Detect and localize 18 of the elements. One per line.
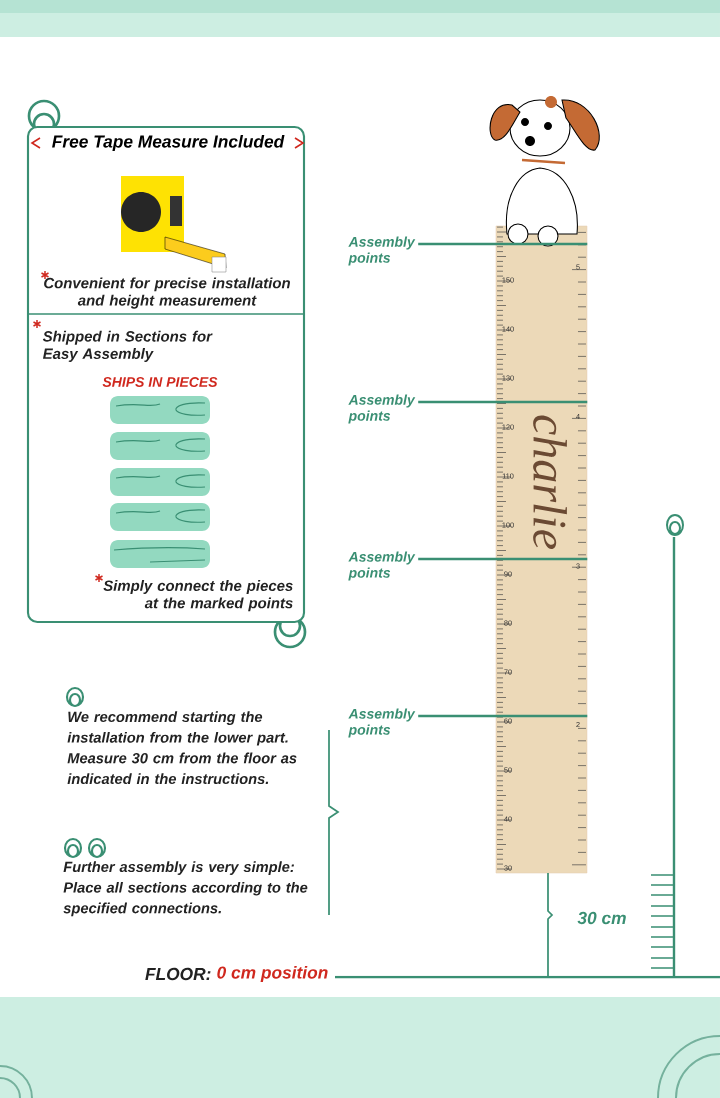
- card-heading: Free Tape Measure Included: [52, 134, 285, 152]
- assembly-label: Assembly points: [348, 708, 416, 738]
- floor-label: 0 cm position: [217, 965, 328, 983]
- card-text: Simply connect the pieces at the marked points: [103, 580, 293, 612]
- card-text: Convenient for precise installation and height measurement: [44, 277, 290, 309]
- ships-heading: SHIPS IN PIECES: [102, 377, 218, 387]
- instruction-text: Further assembly is very simple: Place all sections according to the specified connections.: [63, 861, 308, 917]
- leader-line: [418, 400, 588, 404]
- assembly-label: Assembly points: [348, 551, 416, 581]
- assembly-label: Assembly points: [348, 394, 416, 424]
- assembly-label: Assembly points: [348, 236, 416, 266]
- card-text: Shipped in Sections for Easy Assembly: [42, 330, 213, 362]
- instruction-text: We recommend starting the installation from the lower part. Measure 30 cm from the floor as indicated in the instructions.: [67, 711, 297, 785]
- leader-line: [418, 557, 588, 561]
- dimension-label: 30 cm: [577, 911, 626, 925]
- leader-line: [418, 242, 588, 246]
- floor-label: FLOOR:: [145, 967, 211, 981]
- leader-line: [418, 714, 588, 718]
